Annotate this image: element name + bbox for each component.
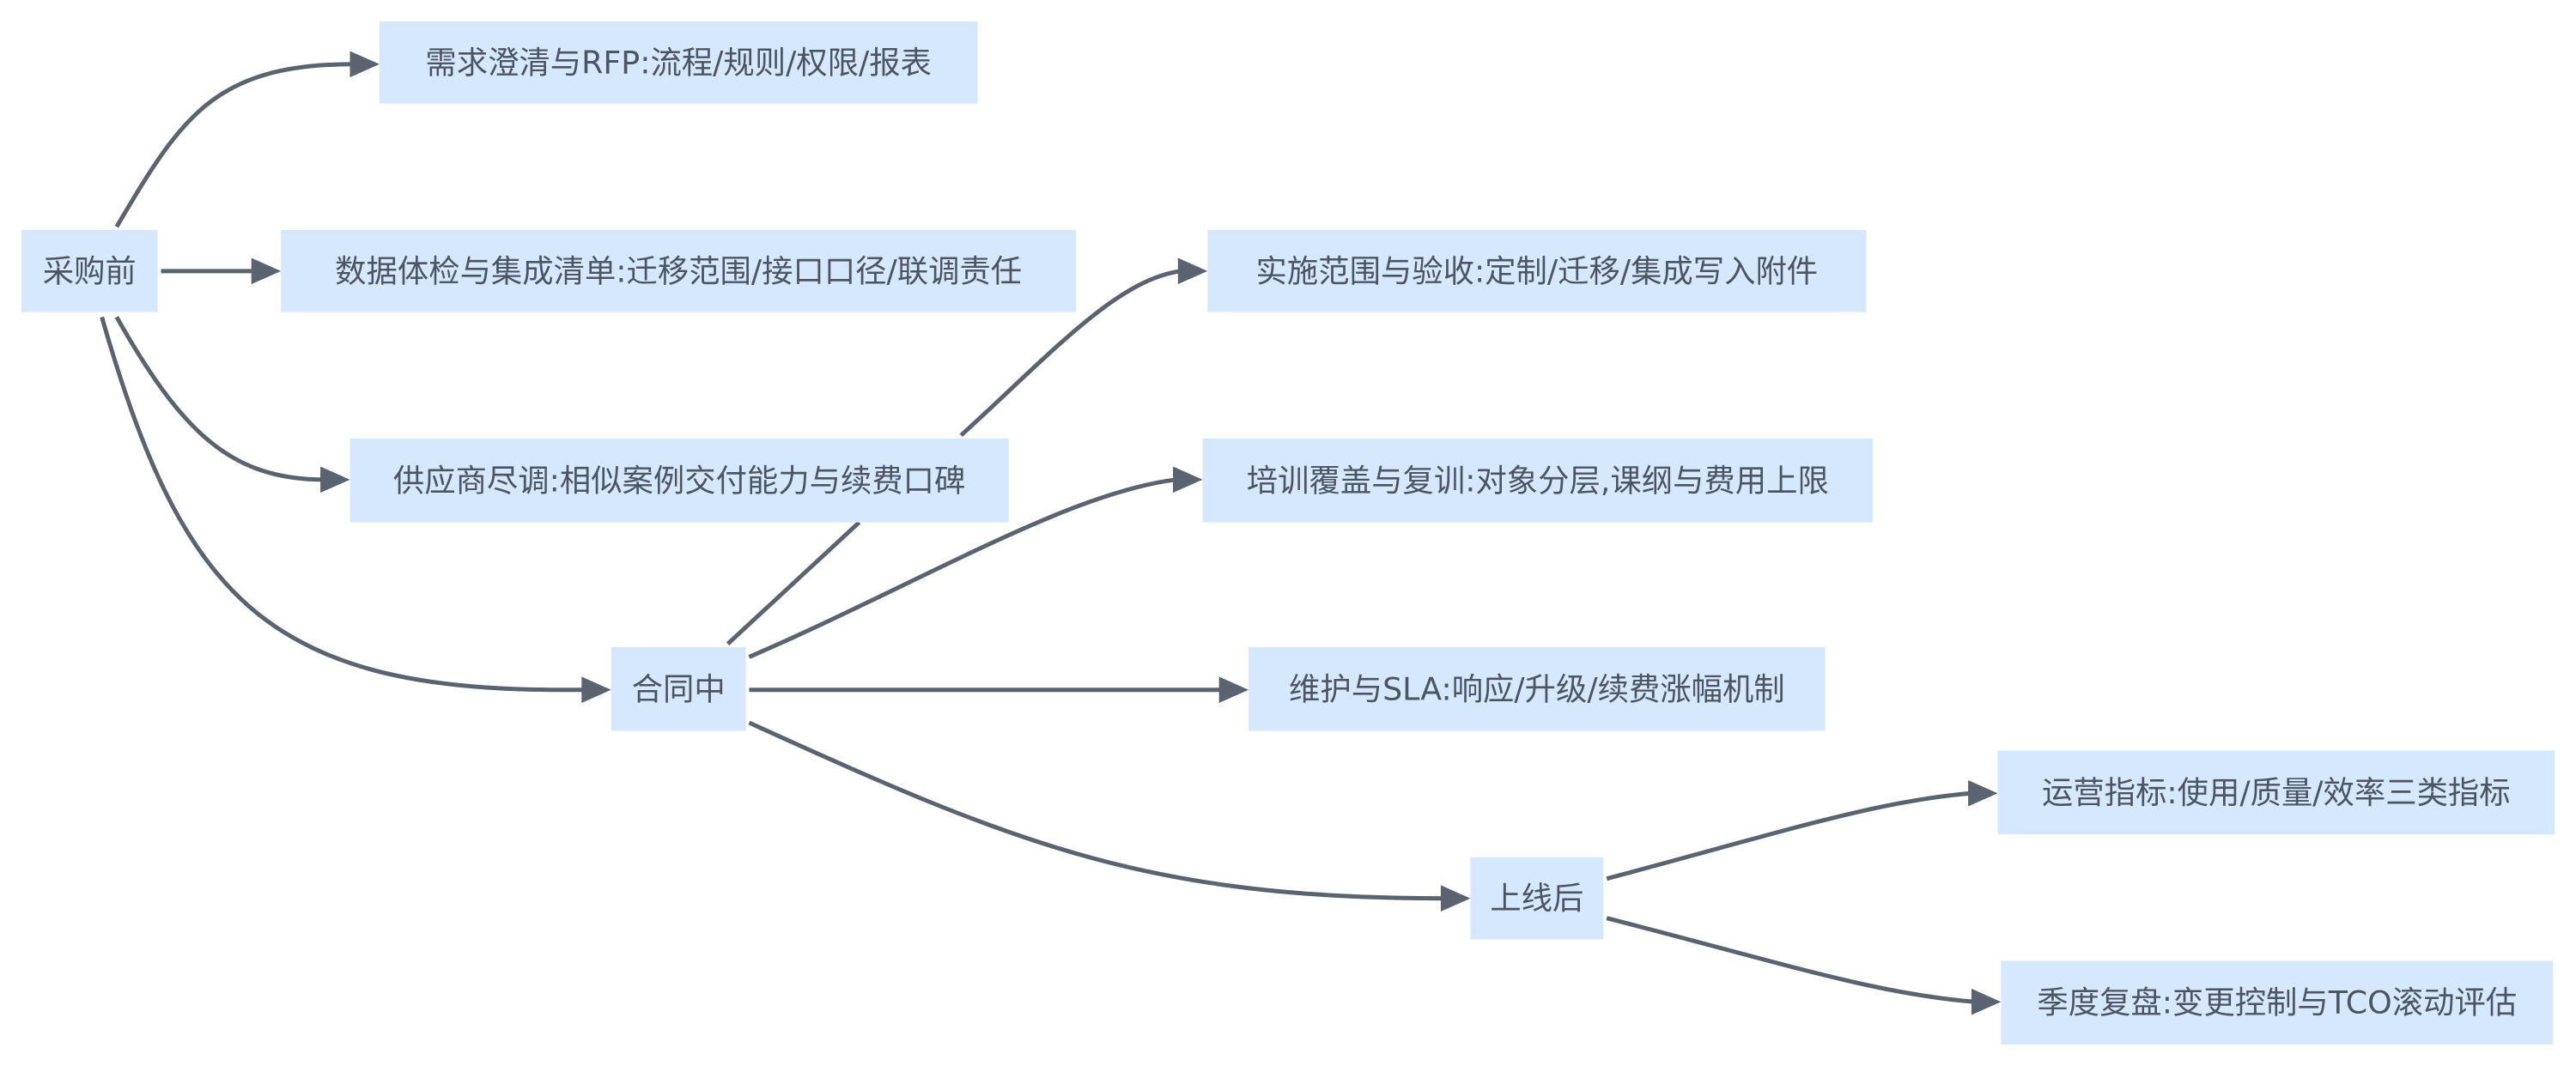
node-scope[interactable]: 实施范围与验收:定制/迁移/集成写入附件 — [1207, 230, 1867, 312]
edge-contract-to-scope — [726, 269, 1182, 645]
node-pre[interactable]: 采购前 — [21, 230, 158, 312]
node-label: 季度复盘:变更控制与TCO滚动评估 — [2037, 984, 2517, 1021]
arrowhead-icon — [1173, 466, 1203, 494]
edges-layer — [100, 51, 2002, 1015]
node-label: 采购前 — [43, 252, 137, 289]
node-rfp[interactable]: 需求澄清与RFP:流程/规则/权限/报表 — [379, 21, 978, 104]
node-sla[interactable]: 维护与SLA:响应/升级/续费涨幅机制 — [1249, 646, 1826, 731]
node-label: 培训覆盖与复训:对象分层,课纲与费用上限 — [1247, 462, 1829, 499]
node-data[interactable]: 数据体检与集成清单:迁移范围/接口口径/联调责任 — [281, 230, 1077, 312]
node-label: 数据体检与集成清单:迁移范围/接口口径/联调责任 — [335, 252, 1022, 289]
arrowhead-icon — [1968, 779, 1998, 807]
edge-contract-to-training — [748, 477, 1177, 659]
node-label: 上线后 — [1490, 880, 1583, 917]
arrowhead-icon — [251, 257, 282, 285]
edge-contract-to-post — [748, 720, 1444, 901]
node-label: 运营指标:使用/质量/效率三类指标 — [2042, 774, 2511, 811]
arrowhead-icon — [320, 466, 350, 494]
node-review[interactable]: 季度复盘:变更控制与TCO滚动评估 — [2001, 960, 2554, 1045]
edge-post-to-review — [1606, 916, 1975, 1004]
arrowhead-icon — [581, 676, 611, 704]
node-post[interactable]: 上线后 — [1470, 857, 1604, 940]
nodes-layer: 采购前 需求澄清与RFP:流程/规则/权限/报表 数据体检与集成清单:迁移范围/… — [21, 21, 2555, 1045]
arrowhead-icon — [1218, 676, 1249, 704]
edge-pre-to-vendor — [114, 316, 324, 482]
edge-post-to-ops — [1606, 790, 1972, 881]
node-label: 合同中 — [632, 670, 726, 707]
edge-pre-to-contract — [100, 316, 586, 693]
node-training[interactable]: 培训覆盖与复训:对象分层,课纲与费用上限 — [1202, 438, 1874, 523]
node-contract[interactable]: 合同中 — [611, 646, 746, 731]
node-label: 维护与SLA:响应/升级/续费涨幅机制 — [1289, 670, 1785, 707]
node-label: 供应商尽调:相似案例交付能力与续费口碑 — [393, 462, 965, 499]
arrowhead-icon — [1177, 257, 1208, 285]
arrowhead-icon — [1971, 988, 2002, 1015]
arrowhead-icon — [349, 51, 380, 78]
arrowhead-icon — [1440, 885, 1471, 912]
node-label: 需求澄清与RFP:流程/规则/权限/报表 — [425, 44, 932, 81]
node-ops[interactable]: 运营指标:使用/质量/效率三类指标 — [1997, 750, 2555, 835]
edge-pre-to-rfp — [114, 62, 354, 228]
node-label: 实施范围与验收:定制/迁移/集成写入附件 — [1256, 252, 1819, 289]
node-vendor[interactable]: 供应商尽调:相似案例交付能力与续费口碑 — [349, 438, 1009, 523]
